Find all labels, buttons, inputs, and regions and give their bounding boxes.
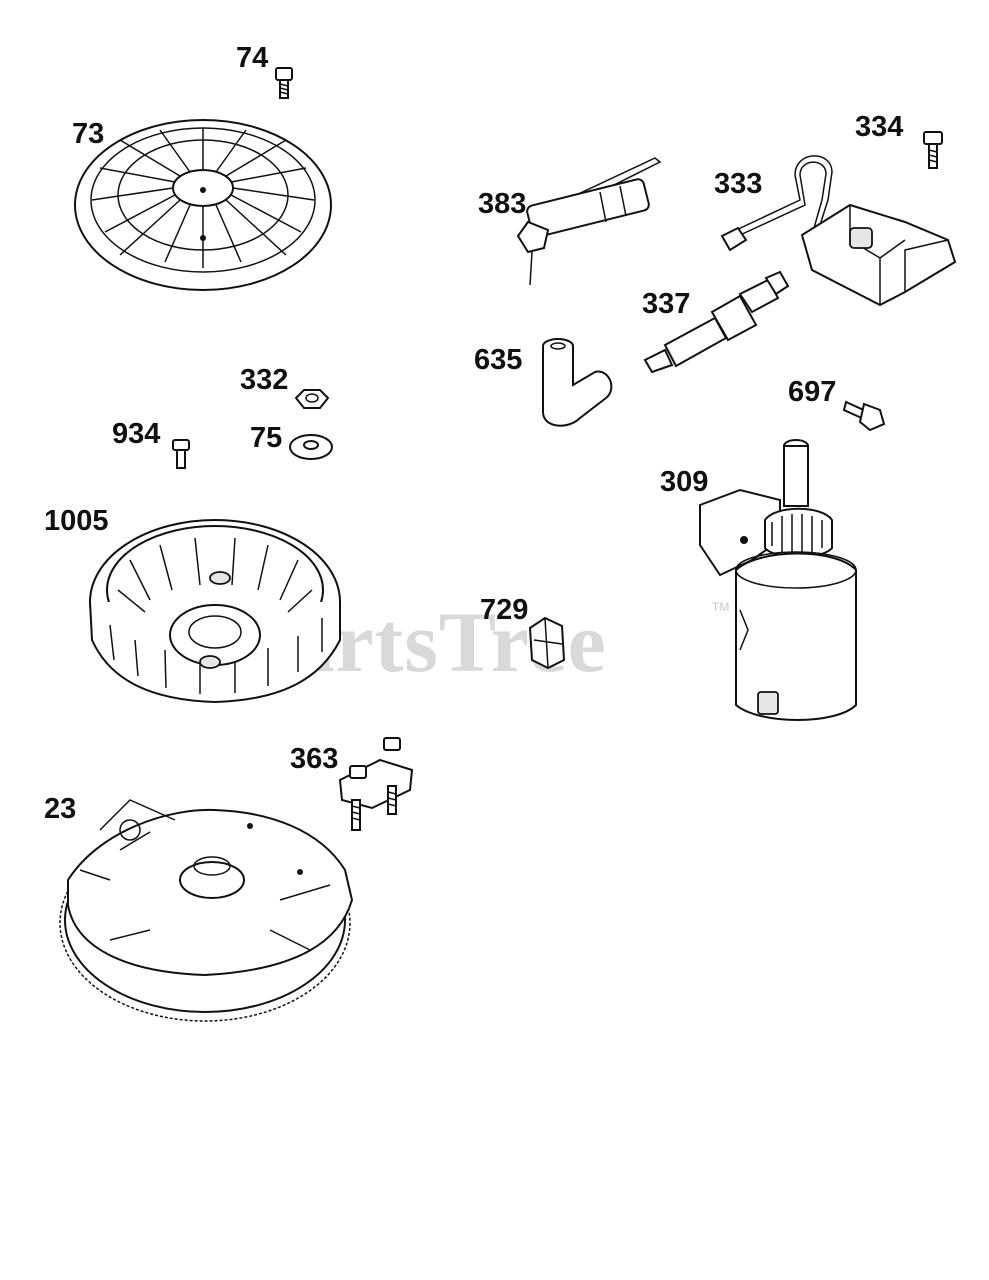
part-332-nut-icon[interactable] [294, 389, 330, 409]
part-23-flywheel-icon[interactable] [59, 799, 354, 1022]
label-635: 635 [474, 344, 523, 376]
part-75-washer-icon[interactable] [289, 434, 333, 460]
part-334-bolt-icon[interactable] [923, 131, 943, 169]
part-697-screw-icon[interactable] [842, 400, 886, 432]
part-635-boot-icon[interactable] [542, 338, 613, 427]
label-332: 332 [240, 364, 289, 396]
part-333-ignition-coil-icon[interactable] [720, 155, 957, 307]
label-23: 23 [44, 793, 77, 825]
label-74: 74 [236, 42, 269, 74]
label-383: 383 [478, 188, 527, 220]
part-337-spark-plug-icon[interactable] [643, 270, 790, 374]
label-934: 934 [112, 418, 161, 450]
part-934-bolt-icon[interactable] [172, 439, 190, 469]
label-334: 334 [855, 111, 904, 143]
part-1005-fan-icon[interactable] [89, 519, 341, 704]
label-75: 75 [250, 422, 283, 454]
label-363: 363 [290, 743, 339, 775]
part-729-clip-icon[interactable] [528, 616, 566, 670]
part-363-bracket-icon[interactable] [338, 737, 414, 831]
part-383-tube-icon[interactable] [516, 157, 662, 286]
label-309: 309 [660, 466, 709, 498]
label-697: 697 [788, 376, 837, 408]
part-74-bolt-icon[interactable] [275, 67, 293, 99]
label-73: 73 [72, 118, 105, 150]
label-729: 729 [480, 594, 529, 626]
label-337: 337 [642, 288, 691, 320]
trademark-mark: TM [712, 600, 730, 614]
part-309-starter-icon[interactable] [699, 439, 857, 721]
label-1005: 1005 [44, 505, 109, 537]
label-333: 333 [714, 168, 763, 200]
part-73-screen-icon[interactable] [74, 119, 332, 291]
